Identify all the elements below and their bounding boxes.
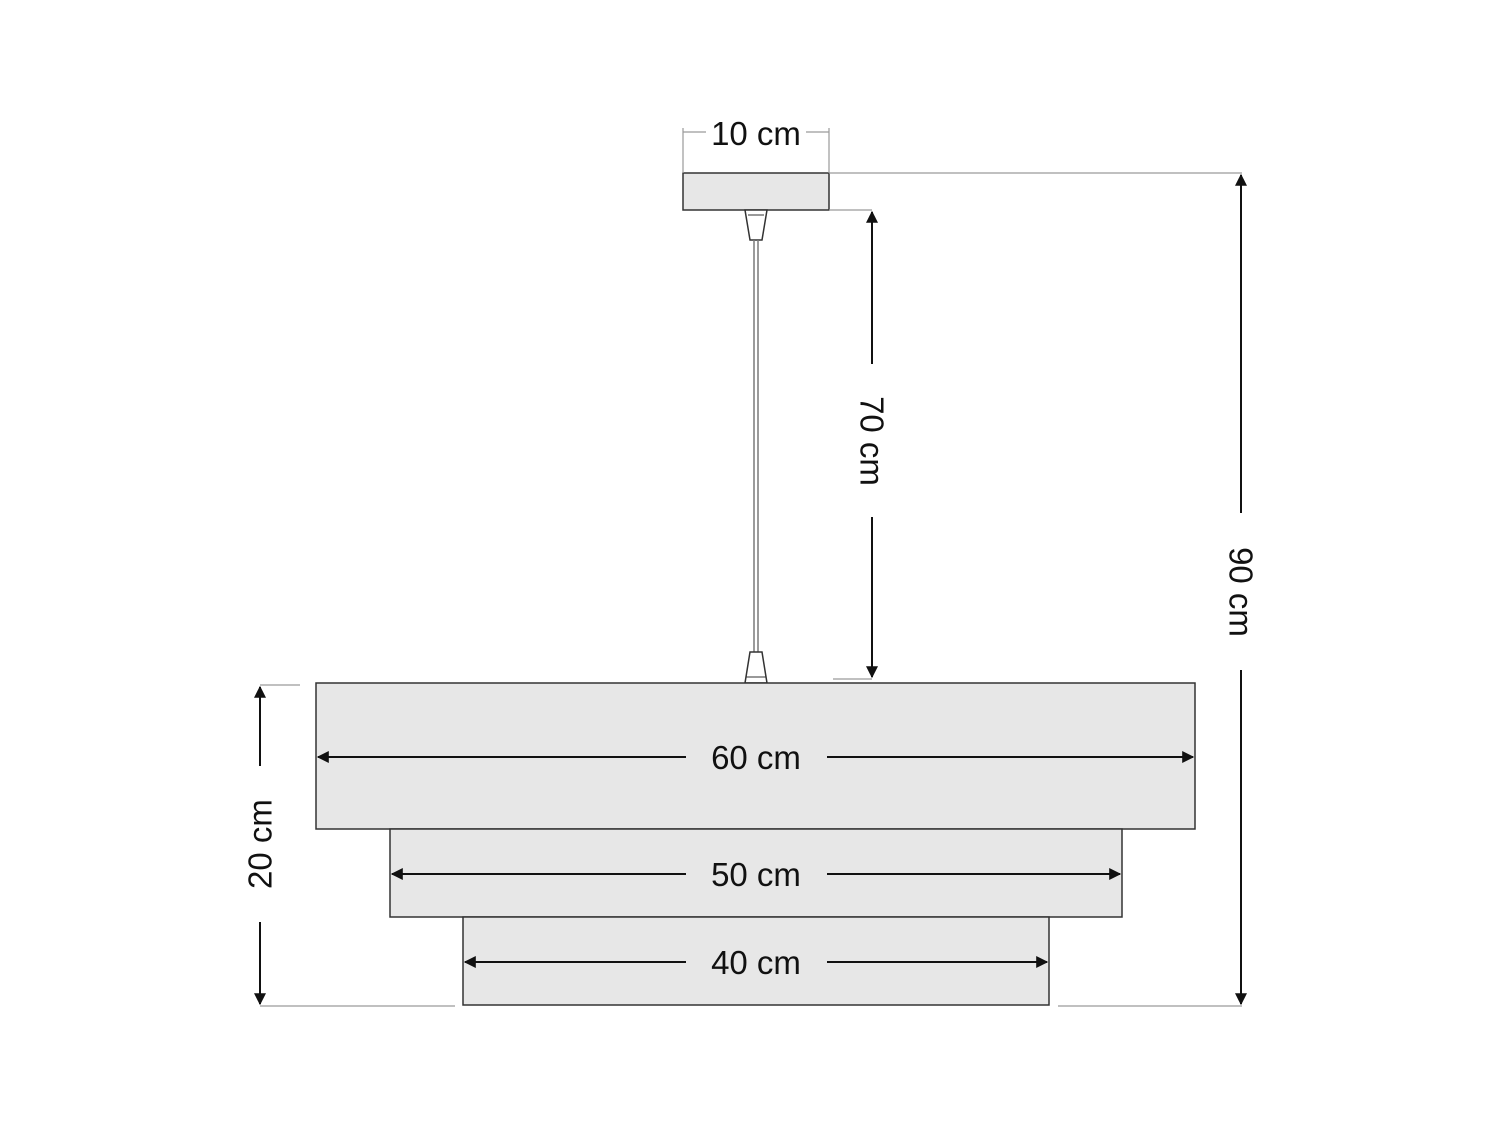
shade-height-label: 20 cm [242,799,279,889]
cable-grip-top [744,209,768,241]
tier-top-label: 60 cm [711,739,801,776]
cable-length-label: 70 cm [854,396,891,486]
cable-grip-bottom [744,651,768,684]
canopy-width-label: 10 cm [711,115,801,152]
extension-lines [260,128,1242,1007]
tier-bottom-label: 40 cm [711,944,801,981]
total-height-label: 90 cm [1223,547,1260,637]
ceiling-canopy [682,172,830,211]
tier-middle-label: 50 cm [711,856,801,893]
